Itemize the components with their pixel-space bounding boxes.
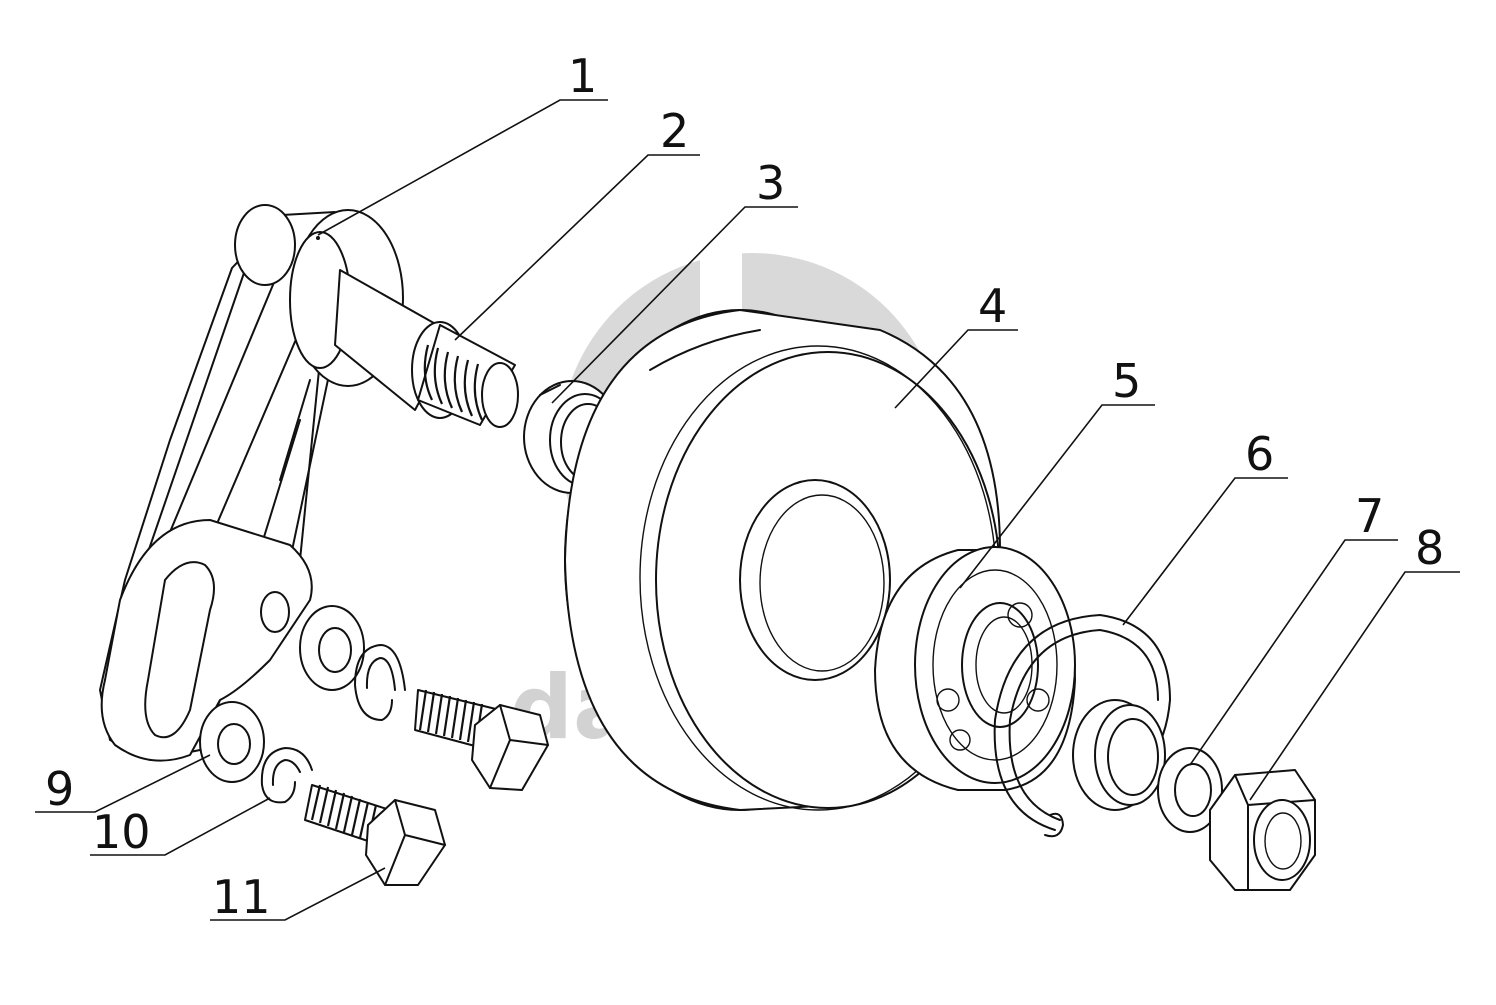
callout-label-9: 9 — [45, 762, 74, 816]
callout-7: 7 — [1189, 489, 1398, 766]
callout-4: 4 — [894, 279, 1018, 409]
part-circlip — [993, 614, 1171, 838]
callout-8: 8 — [1249, 521, 1460, 801]
callout-label-1: 1 — [568, 49, 597, 103]
callout-label-5: 5 — [1112, 354, 1141, 408]
part-bearing — [874, 546, 1076, 791]
callout-label-2: 2 — [660, 104, 689, 158]
part-spring-washer-upper — [354, 644, 406, 721]
callout-1: 1 — [317, 49, 608, 236]
callout-6: 6 — [1122, 427, 1288, 626]
part-lock-nut — [1209, 769, 1316, 891]
callout-10: 10 — [90, 797, 271, 859]
callout-label-4: 4 — [978, 279, 1007, 333]
callout-5: 5 — [959, 354, 1155, 589]
part-bolt-upper — [414, 689, 549, 791]
callout-label-8: 8 — [1415, 521, 1444, 575]
callout-9: 9 — [35, 754, 211, 816]
callout-label-7: 7 — [1355, 489, 1384, 543]
callout-label-10: 10 — [92, 805, 151, 859]
callout-2: 2 — [454, 104, 700, 341]
part-washer-7 — [1157, 747, 1223, 833]
callout-3: 3 — [551, 156, 798, 404]
callout-label-11: 11 — [212, 870, 271, 924]
callout-label-6: 6 — [1245, 427, 1274, 481]
part-washer-9 — [199, 701, 265, 783]
part-washer-upper — [299, 605, 365, 691]
part-bolt-11 — [304, 784, 446, 886]
callout-label-3: 3 — [756, 156, 785, 210]
part-spring-washer-10 — [260, 747, 313, 804]
callout-11: 11 — [210, 867, 386, 924]
